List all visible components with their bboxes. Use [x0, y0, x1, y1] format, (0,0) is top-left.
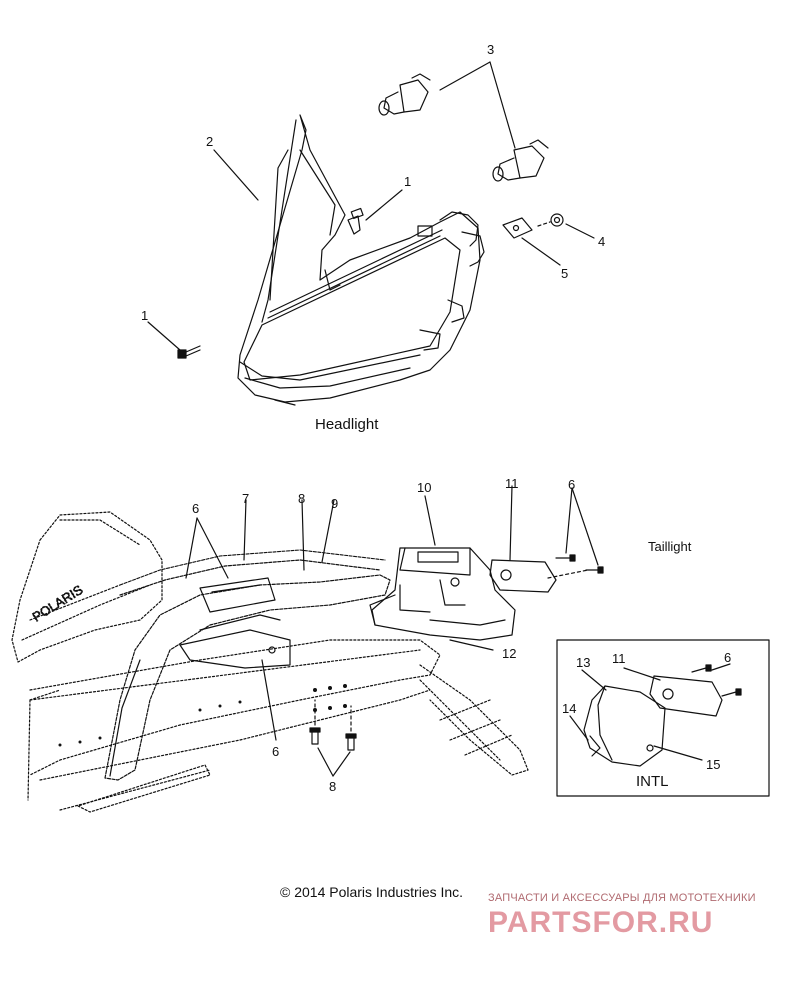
callout-2: 2: [206, 134, 213, 149]
copyright-text: © 2014 Polaris Industries Inc.: [280, 884, 464, 900]
callout-14: 14: [562, 701, 576, 716]
intl-inset-box: [556, 639, 770, 797]
callout-9: 9: [331, 496, 338, 511]
mount-bracket-lower: [179, 614, 291, 669]
callout-5: 5: [561, 266, 568, 281]
intl-caption: INTL: [636, 773, 669, 790]
taillight-caption: Taillight: [648, 539, 692, 554]
callout-11-top: 11: [505, 476, 519, 491]
callout-6-intl: 6: [724, 650, 731, 665]
screws-6-right: [547, 554, 604, 579]
callout-1-top: 1: [404, 174, 411, 189]
mount-bracket-7: [199, 577, 276, 613]
watermark-tagline: ЗАПЧАСТИ И АКСЕССУАРЫ ДЛЯ МОТОТЕХНИКИ: [488, 892, 756, 904]
bolt-8-left: [309, 727, 321, 745]
callout-8-top: 8: [298, 491, 305, 506]
headlight-lens: [243, 237, 461, 381]
nut-4: [550, 213, 564, 227]
clip-5: [502, 217, 551, 239]
taillight-lens-11: [489, 559, 557, 593]
seat-brand-text: POLARIS: [30, 582, 86, 625]
intl-lens-11: [649, 675, 723, 717]
callout-10: 10: [417, 480, 431, 495]
headlight-assembly: [237, 114, 485, 406]
screw-1-left: [177, 345, 201, 359]
rack-rails: [104, 549, 391, 781]
callout-1-left: 1: [141, 308, 148, 323]
seat: [11, 511, 163, 663]
callout-12: 12: [502, 646, 516, 661]
headlight-housing: [237, 114, 481, 403]
callout-3: 3: [487, 42, 494, 57]
headlight-bulb-upper: [378, 73, 431, 116]
bolt-8-right: [345, 733, 357, 751]
callout-13: 13: [576, 655, 590, 670]
tunnel-holes: [58, 684, 347, 747]
callout-6-bottom: 6: [272, 744, 279, 759]
watermark-brand: PARTSFOR.RU: [488, 906, 714, 939]
callout-11-intl: 11: [612, 651, 626, 666]
callout-8-bottom: 8: [329, 779, 336, 794]
intl-screws-6: [691, 664, 742, 697]
callout-6-right: 6: [568, 477, 575, 492]
tunnel: [27, 639, 529, 813]
callout-7: 7: [242, 491, 249, 506]
callout-4: 4: [598, 234, 605, 249]
headlight-bulb-lower: [492, 139, 549, 182]
headlight-caption: Headlight: [315, 416, 379, 433]
taillight-housing-10: [369, 547, 516, 641]
callout-6-left: 6: [192, 501, 199, 516]
callout-15: 15: [706, 757, 720, 772]
